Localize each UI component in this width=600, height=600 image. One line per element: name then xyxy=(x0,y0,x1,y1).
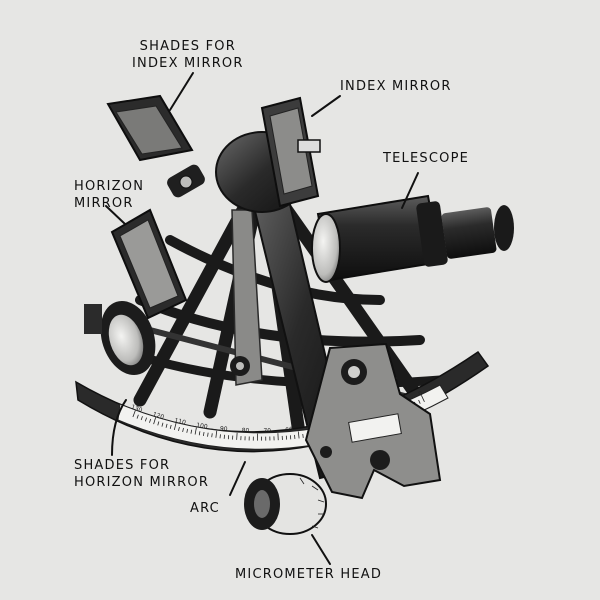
leader-arc xyxy=(229,461,246,496)
arc-tick xyxy=(169,424,172,429)
arc-tick xyxy=(198,431,201,436)
arc-number: 80 xyxy=(241,427,249,434)
arc-tick xyxy=(215,430,218,438)
shades-horizon-mirror xyxy=(84,300,156,376)
arc-number: 110 xyxy=(174,417,187,426)
arc-tick xyxy=(157,421,160,426)
arc-tick xyxy=(173,423,177,431)
leader-telescope xyxy=(401,172,419,209)
arc-tick xyxy=(190,429,193,434)
arc-number: 0 xyxy=(417,390,424,398)
arc-number: 70 xyxy=(263,428,271,435)
arc-tick xyxy=(418,399,421,404)
label-telescope: TELESCOPE xyxy=(383,151,470,166)
arc-tick xyxy=(182,427,184,432)
arc-tick xyxy=(132,410,136,418)
arc-tick xyxy=(144,417,147,422)
arc-tick xyxy=(153,417,157,425)
arc-tick xyxy=(165,423,168,428)
label-shades-index-mirror: SHADES FOR INDEX MIRROR xyxy=(132,39,244,71)
label-shades-horizon-mirror: SHADES FOR HORIZON MIRROR xyxy=(74,458,210,490)
arc-tick xyxy=(149,418,152,423)
index-mirror xyxy=(215,96,321,213)
arc-tick xyxy=(136,414,139,419)
label-arc: ARC xyxy=(190,501,220,516)
shades-index-mirror xyxy=(106,94,205,198)
arc-scale-band xyxy=(117,384,449,450)
arc-number: 60 xyxy=(285,426,293,434)
arc-tick xyxy=(211,433,213,438)
arc-tick xyxy=(186,428,189,433)
arc-number: 130 xyxy=(130,404,143,415)
label-index-mirror: INDEX MIRROR xyxy=(340,79,452,94)
vernier-clamp xyxy=(304,342,442,500)
arc-tick xyxy=(202,431,205,437)
leader-micrometer xyxy=(311,534,331,565)
label-horizon-mirror: HORIZON MIRROR xyxy=(74,179,145,211)
arc-number: 90 xyxy=(219,425,228,433)
horizon-mirror-shape xyxy=(110,208,188,320)
leader-horizon-mirror xyxy=(105,205,126,225)
leader-shades-index xyxy=(169,72,194,111)
arc-tick xyxy=(178,426,180,432)
arc-tick xyxy=(161,422,164,427)
label-micrometer-head: MICROMETER HEAD xyxy=(235,567,383,582)
micrometer-head-shape xyxy=(244,473,327,535)
arc-tick xyxy=(421,395,425,402)
arc-number: 100 xyxy=(196,422,209,431)
arc-tick xyxy=(297,431,300,439)
arc-tick xyxy=(194,427,197,435)
leader-index-mirror xyxy=(311,95,341,117)
telescope-shape xyxy=(311,194,514,283)
leader-lines xyxy=(105,72,419,565)
arc-number: 120 xyxy=(152,411,165,421)
leader-shades-horizon xyxy=(111,399,127,456)
arc-tick xyxy=(140,416,143,421)
arc-tick xyxy=(207,432,209,437)
